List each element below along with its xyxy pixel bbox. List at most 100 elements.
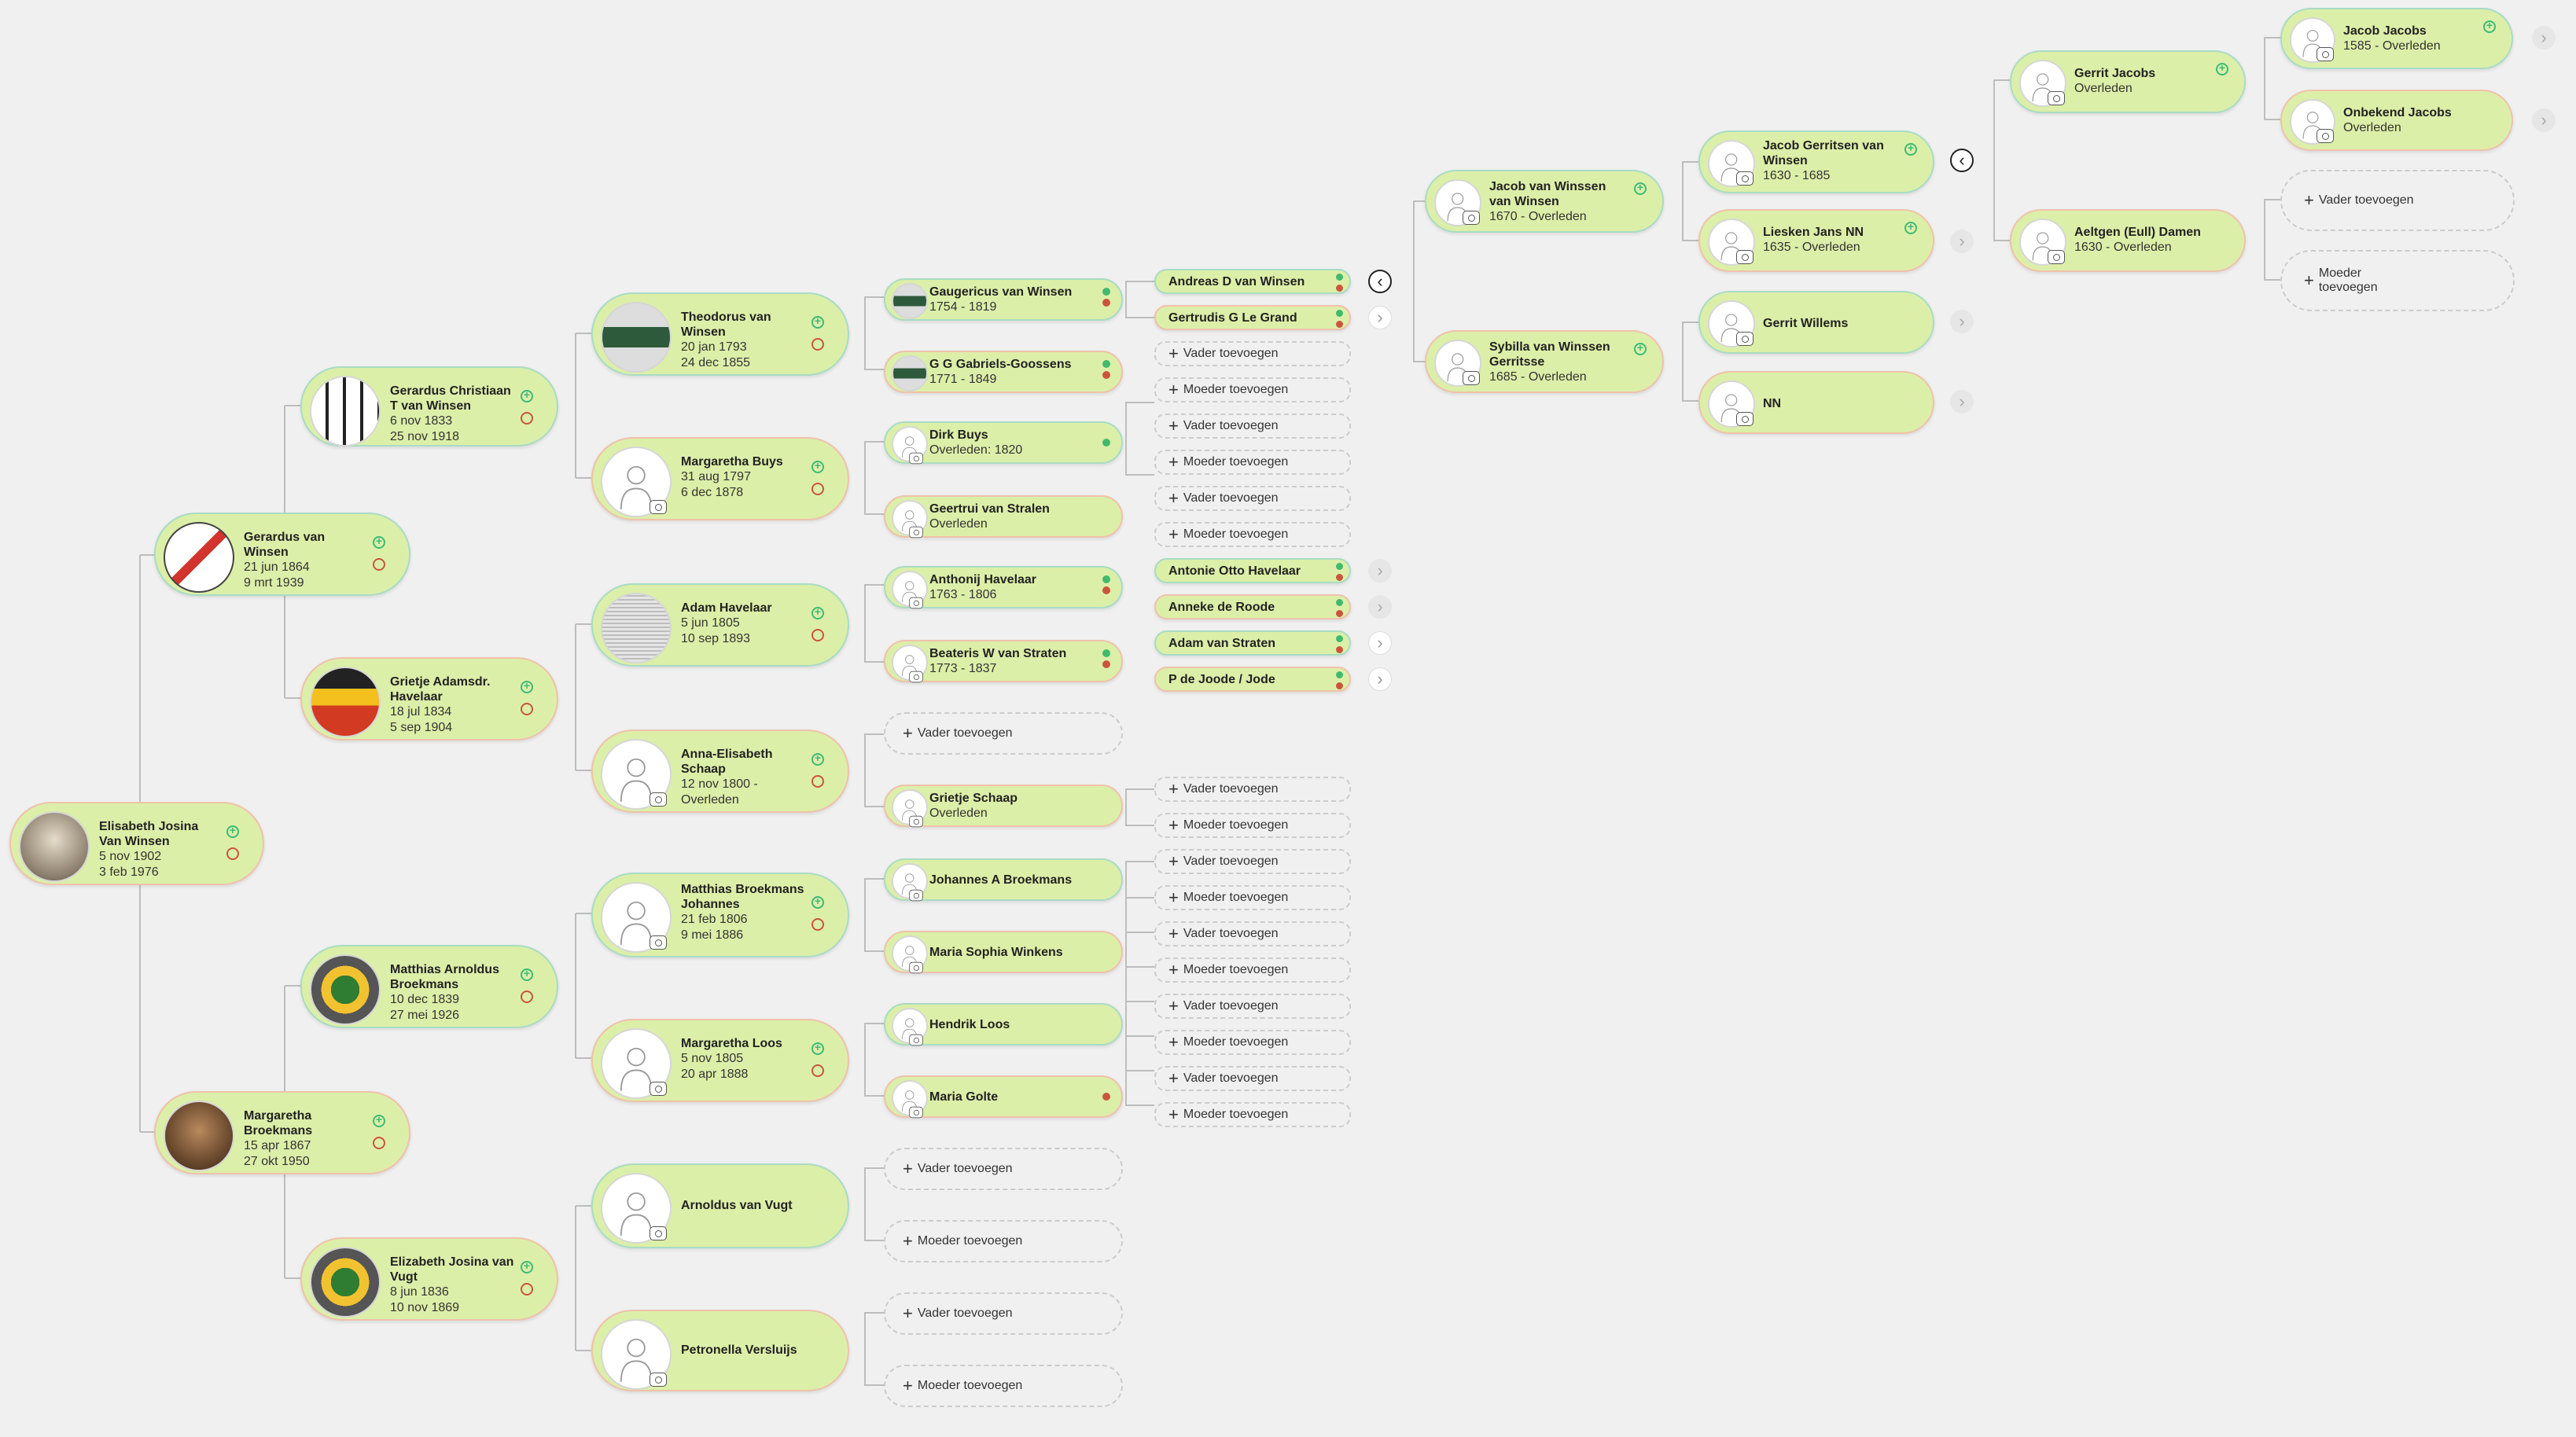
- record-hint-icon[interactable]: [811, 918, 824, 931]
- add-relative-icon[interactable]: [811, 1041, 824, 1055]
- coat-of-arms-image[interactable]: [310, 954, 381, 1025]
- record-hint-icon[interactable]: [521, 703, 533, 715]
- add-relative-icon[interactable]: [1336, 274, 1343, 281]
- add-mother-button[interactable]: +Moeder toevoegen: [1154, 1030, 1351, 1055]
- camera-icon[interactable]: [2317, 47, 2334, 61]
- chevron-right-icon[interactable]: ›: [1368, 595, 1392, 619]
- camera-icon[interactable]: [1736, 332, 1754, 346]
- person-card[interactable]: Andreas D van Winsen: [1154, 269, 1351, 294]
- camera-icon[interactable]: [909, 452, 923, 465]
- portrait-photo[interactable]: [19, 811, 90, 882]
- add-relative-icon[interactable]: [226, 824, 239, 838]
- add-relative-icon[interactable]: [1904, 220, 1917, 234]
- chevron-right-icon[interactable]: ›: [1950, 390, 1974, 413]
- chevron-right-icon[interactable]: ›: [2532, 26, 2556, 50]
- person-card[interactable]: Anneke de Roode: [1154, 594, 1351, 619]
- record-hint-icon[interactable]: [1102, 1093, 1110, 1101]
- chevron-right-icon[interactable]: ›: [2532, 108, 2556, 132]
- add-mother-button[interactable]: +Moeder toevoegen: [1154, 885, 1351, 910]
- camera-icon[interactable]: [909, 597, 923, 609]
- coat-of-arms-image[interactable]: [310, 1247, 381, 1318]
- add-mother-button[interactable]: +Moeder toevoegen: [1154, 957, 1351, 983]
- chevron-right-icon[interactable]: ›: [1950, 230, 1974, 253]
- camera-icon[interactable]: [1736, 250, 1754, 264]
- add-father-button[interactable]: +Vader toevoegen: [1154, 413, 1351, 439]
- coat-of-arms-image[interactable]: [310, 667, 381, 737]
- add-relative-icon[interactable]: [1634, 341, 1647, 355]
- chevron-right-icon[interactable]: ›: [1950, 310, 1974, 333]
- add-relative-icon[interactable]: [1102, 649, 1110, 657]
- add-relative-icon[interactable]: [811, 895, 824, 909]
- camera-icon[interactable]: [1463, 371, 1480, 385]
- portrait-photo[interactable]: [164, 1101, 234, 1171]
- add-relative-icon[interactable]: [521, 679, 533, 693]
- add-father-button[interactable]: +Vader toevoegen: [884, 712, 1123, 755]
- add-relative-icon[interactable]: [1102, 288, 1110, 296]
- default-avatar[interactable]: [2019, 60, 2066, 107]
- add-mother-button[interactable]: +Moeder toevoegen: [1154, 522, 1351, 547]
- add-relative-icon[interactable]: [1102, 439, 1110, 447]
- add-relative-icon[interactable]: [1336, 599, 1343, 606]
- add-father-button[interactable]: +Vader toevoegen: [884, 1148, 1123, 1190]
- record-hint-icon[interactable]: [1102, 660, 1110, 668]
- record-hint-icon[interactable]: [521, 412, 533, 424]
- add-mother-button[interactable]: +Moeder toevoegen: [1154, 450, 1351, 475]
- camera-icon[interactable]: [909, 1034, 923, 1046]
- person-card[interactable]: Petronella Versluijs: [591, 1310, 849, 1391]
- default-avatar[interactable]: [601, 447, 672, 517]
- person-card[interactable]: Antonie Otto Havelaar: [1154, 558, 1351, 583]
- add-relative-icon[interactable]: [1102, 360, 1110, 368]
- camera-icon[interactable]: [909, 1106, 923, 1119]
- record-hint-icon[interactable]: [1102, 299, 1110, 307]
- add-relative-icon[interactable]: [521, 388, 533, 402]
- camera-icon[interactable]: [909, 889, 923, 902]
- camera-icon[interactable]: [650, 1082, 667, 1096]
- record-hint-icon[interactable]: [1336, 321, 1343, 328]
- person-card[interactable]: Maria Sophia Winkens: [884, 931, 1123, 974]
- add-mother-button[interactable]: +Moeder toevoegen: [884, 1365, 1123, 1407]
- record-hint-icon[interactable]: [226, 847, 239, 860]
- add-relative-icon[interactable]: [521, 967, 533, 981]
- record-hint-icon[interactable]: [1336, 610, 1343, 617]
- chevron-right-icon[interactable]: ›: [1368, 559, 1392, 583]
- camera-icon[interactable]: [909, 671, 923, 683]
- record-hint-icon[interactable]: [1102, 586, 1110, 594]
- person-card[interactable]: NN: [1698, 371, 1934, 434]
- record-hint-icon[interactable]: [811, 1064, 824, 1077]
- record-hint-icon[interactable]: [1336, 682, 1343, 689]
- coat-of-arms-image[interactable]: [892, 283, 928, 319]
- camera-icon[interactable]: [650, 792, 667, 807]
- add-relative-icon[interactable]: [1904, 141, 1917, 156]
- camera-icon[interactable]: [909, 526, 923, 538]
- camera-icon[interactable]: [650, 1373, 667, 1387]
- add-relative-icon[interactable]: [373, 535, 385, 549]
- record-hint-icon[interactable]: [1336, 574, 1343, 581]
- person-card[interactable]: Arnoldus van Vugt: [591, 1163, 849, 1248]
- add-mother-button[interactable]: +Moeder toevoegen: [1154, 1102, 1351, 1127]
- person-card[interactable]: Gerrit Willems: [1698, 291, 1934, 354]
- camera-icon[interactable]: [650, 500, 667, 514]
- add-relative-icon[interactable]: [1336, 671, 1343, 678]
- camera-icon[interactable]: [909, 961, 923, 974]
- camera-icon[interactable]: [1736, 412, 1754, 426]
- camera-icon[interactable]: [1736, 171, 1754, 186]
- record-hint-icon[interactable]: [521, 1283, 533, 1296]
- chevron-right-icon[interactable]: ›: [1368, 667, 1392, 691]
- coat-of-arms-image[interactable]: [310, 376, 381, 447]
